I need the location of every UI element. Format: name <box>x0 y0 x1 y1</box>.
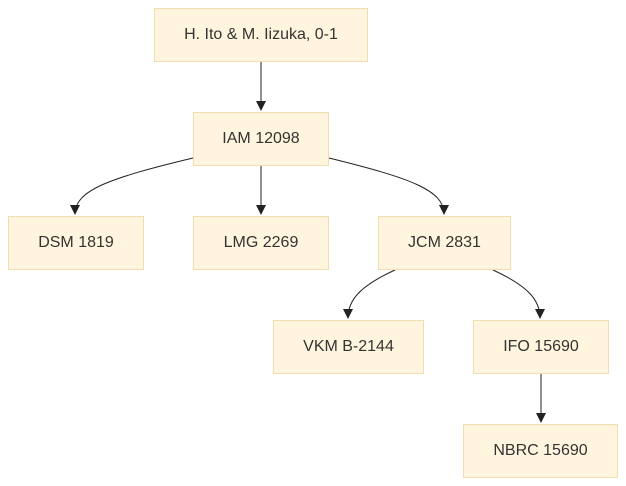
node-dsm-1819: DSM 1819 <box>8 216 144 270</box>
edge-jcm-to-vkm <box>343 269 396 319</box>
node-origin: H. Ito & M. Iizuka, 0-1 <box>154 8 368 62</box>
node-ifo-15690: IFO 15690 <box>473 320 609 374</box>
node-lmg-2269: LMG 2269 <box>193 216 329 270</box>
node-nbrc-15690: NBRC 15690 <box>463 424 618 478</box>
edge-iam-to-jcm <box>328 157 449 215</box>
node-jcm-2831: JCM 2831 <box>378 216 511 270</box>
node-iam-12098: IAM 12098 <box>193 112 329 166</box>
edge-jcm-to-ifo <box>492 269 545 319</box>
node-vkm-b-2144: VKM B-2144 <box>273 320 424 374</box>
edge-iam-to-dsm <box>70 157 194 215</box>
